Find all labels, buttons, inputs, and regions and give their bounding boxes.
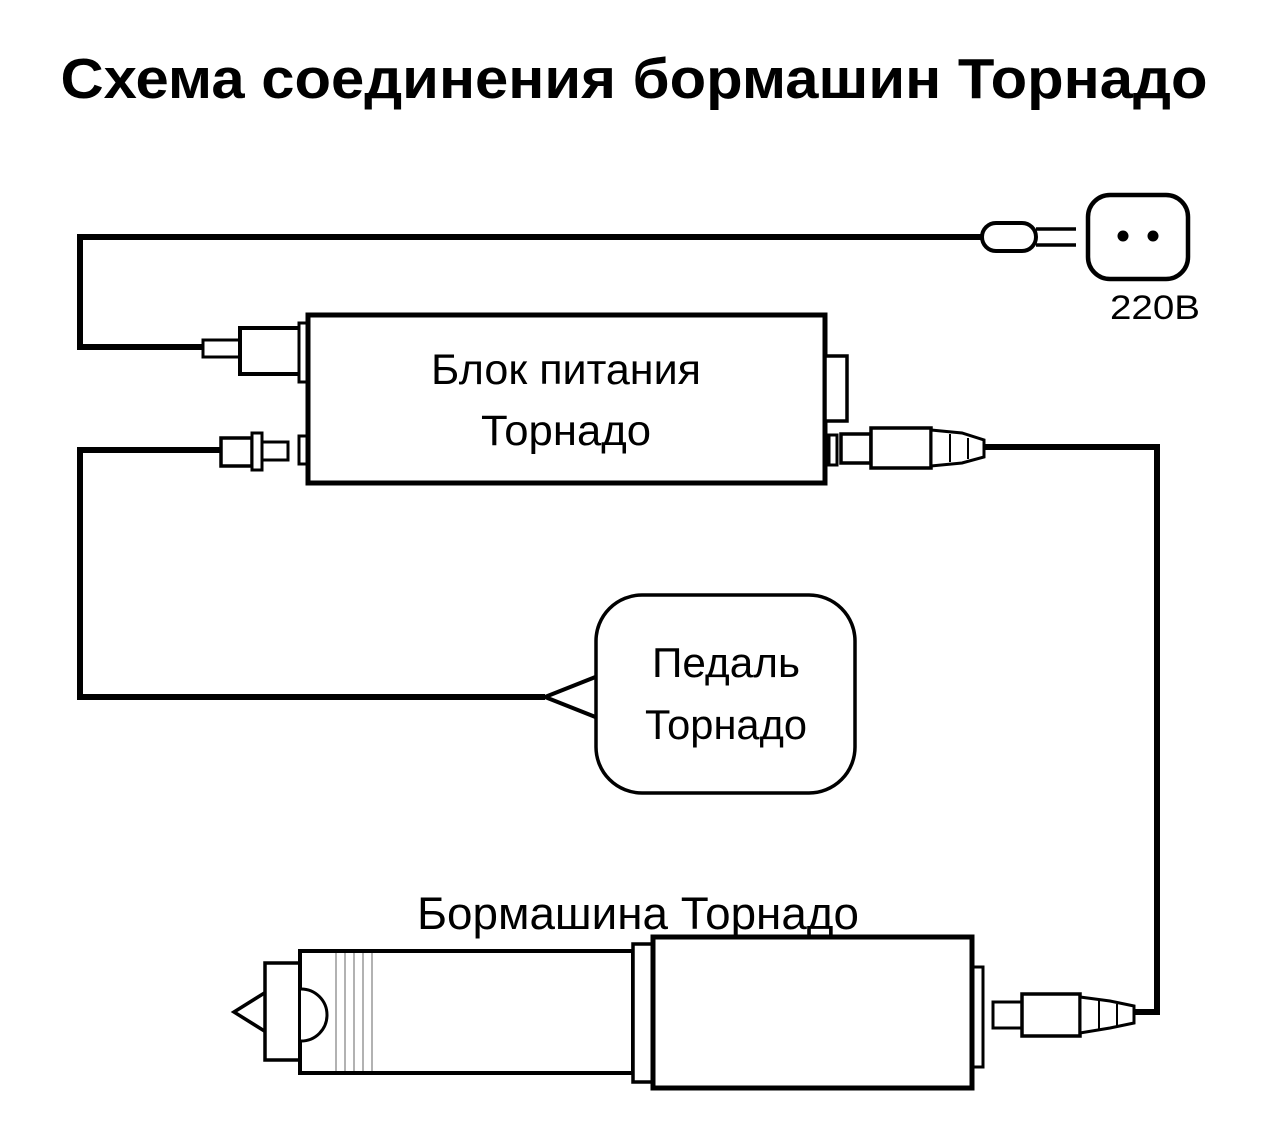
drill-bit-icon <box>230 988 268 1036</box>
psu-side-bump <box>823 354 849 423</box>
ac-inlet-tab <box>297 321 309 384</box>
output-plug-strain-relief <box>929 428 986 468</box>
output-plug-nose <box>839 432 873 465</box>
motor-rear-tab <box>971 965 985 1069</box>
mains-plug-icon <box>980 221 1038 253</box>
drill-cable-connector <box>991 992 1136 1038</box>
drill-collar <box>631 942 655 1084</box>
socket-hole-left <box>1117 230 1129 242</box>
output-jack-tab <box>827 433 839 467</box>
drill-plug-strain-relief <box>1078 995 1136 1035</box>
drill-label: Бормашина Торнадо <box>417 888 859 939</box>
drill-plug-stem <box>991 1000 1025 1030</box>
ac-plug-body <box>238 326 303 376</box>
pedal: Педаль Торнадо <box>539 593 857 795</box>
wires <box>77 234 1160 1015</box>
drill-motor-body <box>650 934 975 1091</box>
pedal-label-line1: Педаль <box>652 639 800 686</box>
drill-chuck <box>263 961 302 1062</box>
psu-ac-input-connector <box>201 321 309 384</box>
pedal-jack-tab <box>297 434 309 466</box>
psu-box <box>305 312 828 486</box>
psu-label-line2: Торнадо <box>481 407 651 455</box>
socket-hole-right <box>1147 230 1159 242</box>
mains-plug-and-socket: 220В <box>980 192 1200 327</box>
psu-label-line1: Блок питания <box>431 346 701 394</box>
drill-handpiece-assembly: Бормашина Торнадо <box>230 888 1136 1091</box>
pedal-box <box>594 593 857 795</box>
handpiece-nose-bulge <box>300 987 329 1043</box>
socket-voltage-label: 220В <box>1110 289 1200 327</box>
pedal-plug-nose <box>260 440 290 462</box>
drill-plug-body <box>1020 992 1082 1038</box>
handpiece-grip-lines <box>335 953 373 1071</box>
handpiece-cable-wire <box>984 444 1160 1015</box>
pedal-cable-wire <box>77 447 545 700</box>
drill-handpiece-body <box>298 949 635 1075</box>
pedal-cable-wedge <box>539 673 600 721</box>
power-supply-unit: Блок питания Торнадо <box>201 312 986 486</box>
page-title: Схема соединения бормашин Торнадо <box>61 47 1208 111</box>
psu-pedal-jack-connector <box>219 431 309 472</box>
ac-plug-stem <box>201 338 242 359</box>
output-plug-body <box>869 426 933 470</box>
wall-socket-icon <box>1085 192 1191 282</box>
psu-output-connector <box>827 426 986 470</box>
mains-cord-wire <box>77 234 982 350</box>
pedal-label-line2: Торнадо <box>645 701 807 748</box>
pedal-plug-body <box>219 436 254 468</box>
